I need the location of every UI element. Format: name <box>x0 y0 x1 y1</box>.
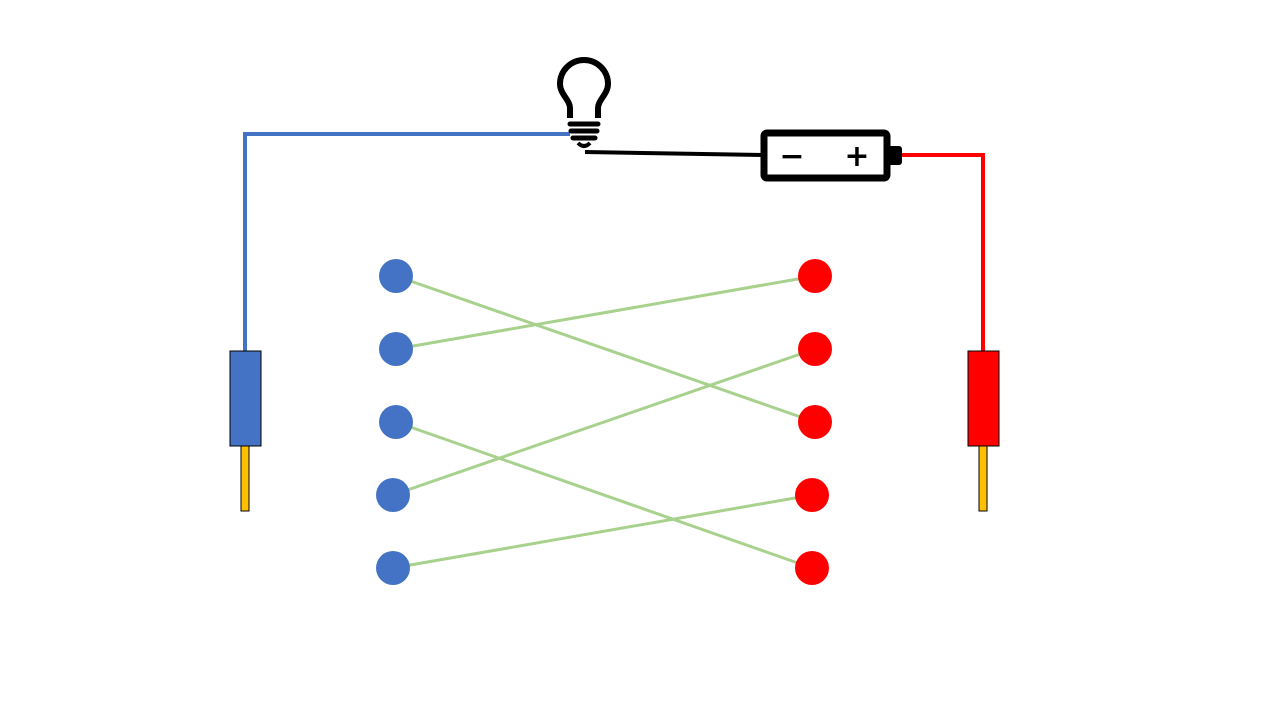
red-probe[interactable] <box>967 350 1000 512</box>
connector-lines <box>392 274 816 570</box>
blue-probe[interactable] <box>229 350 262 512</box>
red-probe-tip[interactable] <box>978 445 988 512</box>
left-terminal-4[interactable] <box>376 478 410 512</box>
right-terminal-3[interactable] <box>798 405 832 439</box>
left-terminal-3[interactable] <box>379 405 413 439</box>
left-terminal-1[interactable] <box>379 259 413 293</box>
connector-line <box>395 274 816 351</box>
red-wire <box>902 153 985 352</box>
right-terminals <box>795 259 832 585</box>
battery-minus-label: − <box>779 139 804 174</box>
blue-wire <box>243 132 570 352</box>
connector-line <box>392 493 813 570</box>
right-terminal-4[interactable] <box>795 478 829 512</box>
battery-icon: − + <box>760 129 902 182</box>
right-terminal-2[interactable] <box>798 332 832 366</box>
left-terminal-5[interactable] <box>376 551 410 585</box>
light-bulb-icon <box>557 57 611 148</box>
connector-line <box>395 274 816 424</box>
connector-line <box>395 420 813 570</box>
connector-line <box>392 347 816 497</box>
battery-plus-label: + <box>844 139 869 174</box>
blue-probe-body[interactable] <box>229 350 262 447</box>
left-terminal-2[interactable] <box>379 332 413 366</box>
right-terminal-5[interactable] <box>795 551 829 585</box>
red-probe-body[interactable] <box>967 350 1000 447</box>
black-wire <box>584 150 765 157</box>
left-terminals <box>376 259 413 585</box>
blue-probe-tip[interactable] <box>240 445 250 512</box>
right-terminal-1[interactable] <box>798 259 832 293</box>
